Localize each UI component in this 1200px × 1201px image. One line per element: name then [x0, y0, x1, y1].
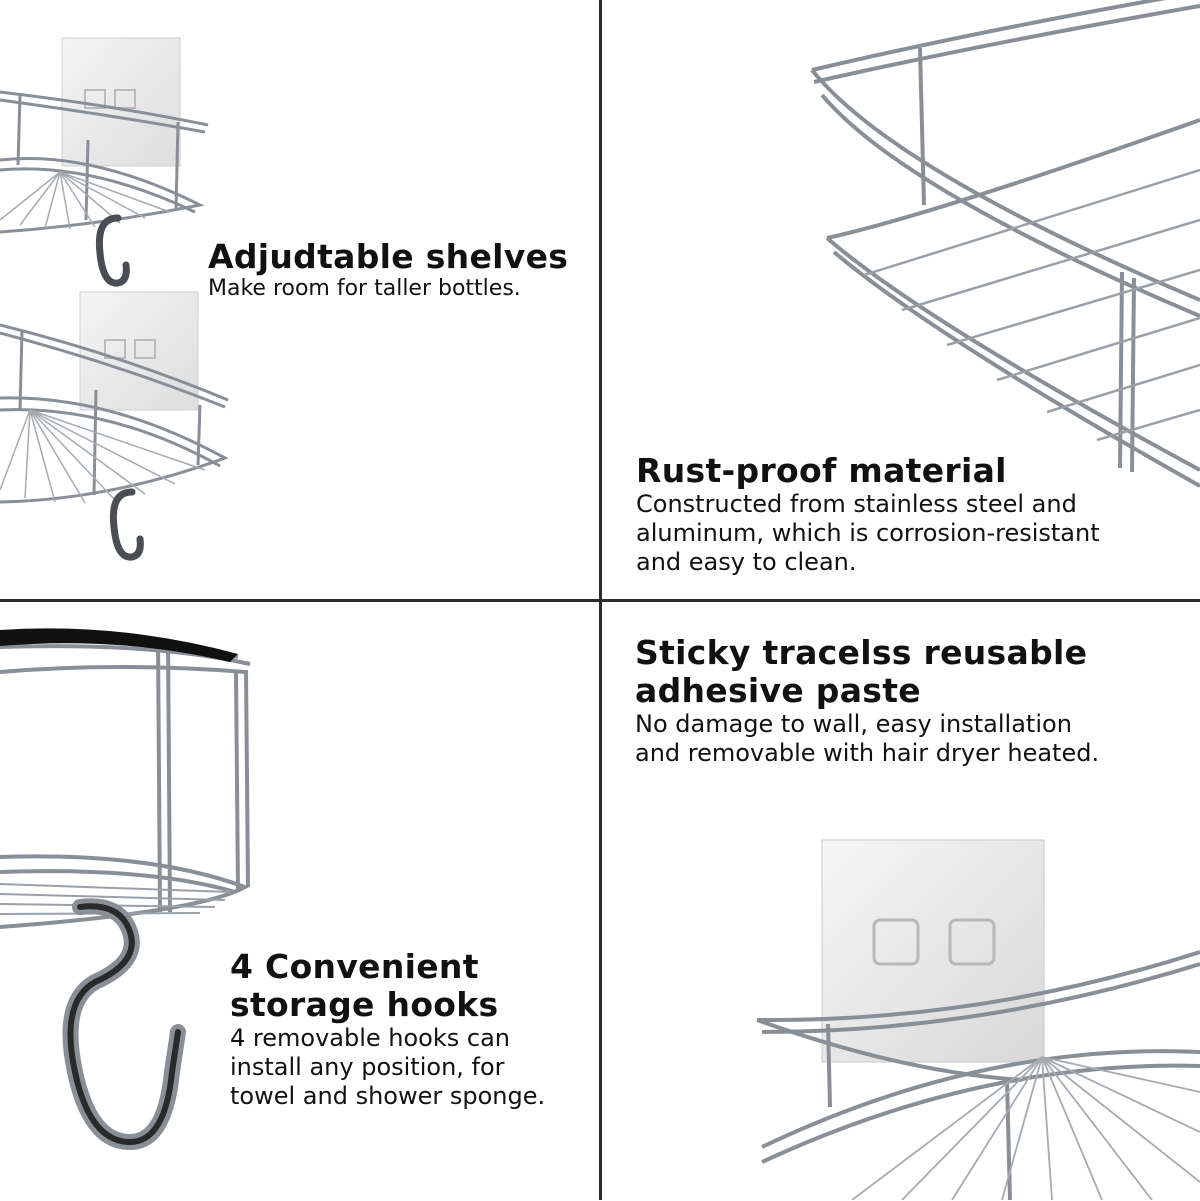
heading-adjustable-shelves: Adjudtable shelves: [208, 237, 569, 276]
caption-rust-proof: Rust-proof material Constructed from sta…: [636, 452, 1100, 577]
adhesive-pad-icon: [821, 839, 1045, 1063]
body-line: Constructed from stainless steel and: [636, 490, 1077, 518]
panel-rust-proof: Rust-proof material Constructed from sta…: [602, 0, 1200, 599]
caption-storage-hooks: 4 Convenient storage hooks 4 removable h…: [230, 948, 545, 1111]
heading-storage-hooks: storage hooks: [230, 985, 499, 1024]
panel-adhesive-paste: Sticky tracelss reusable adhesive paste …: [602, 602, 1200, 1201]
body-line: 4 removable hooks can: [230, 1024, 510, 1052]
body-line: Make room for taller bottles.: [208, 276, 521, 301]
body-line: and removable with hair dryer heated.: [635, 739, 1100, 767]
caption-adhesive-paste: Sticky tracelss reusable adhesive paste …: [635, 634, 1099, 768]
body-line: and easy to clean.: [636, 548, 857, 576]
panel-storage-hooks: 4 Convenient storage hooks 4 removable h…: [0, 602, 599, 1201]
corner-shelf-icon: [756, 839, 1200, 1200]
corner-shelf-icon: [810, 0, 1200, 488]
panel-adjustable-shelves: Adjudtable shelves Make room for taller …: [0, 0, 599, 599]
heading-adhesive-paste: adhesive paste: [635, 671, 921, 710]
corner-shelf-icon: [0, 37, 229, 561]
body-line: aluminum, which is corrosion-resistant: [636, 519, 1100, 547]
heading-adhesive-paste: Sticky tracelss reusable: [635, 633, 1088, 672]
body-line: towel and shower sponge.: [230, 1082, 546, 1110]
heading-storage-hooks: 4 Convenient: [230, 947, 479, 986]
heading-rust-proof: Rust-proof material: [636, 451, 1007, 490]
caption-adjustable-shelves: Adjudtable shelves Make room for taller …: [208, 238, 568, 302]
body-line: install any position, for: [230, 1053, 505, 1081]
hook-icon: [95, 214, 130, 287]
body-line: No damage to wall, easy installation: [635, 710, 1072, 738]
horizontal-divider: [0, 599, 1200, 602]
corner-shelf-icon: [0, 628, 251, 1151]
